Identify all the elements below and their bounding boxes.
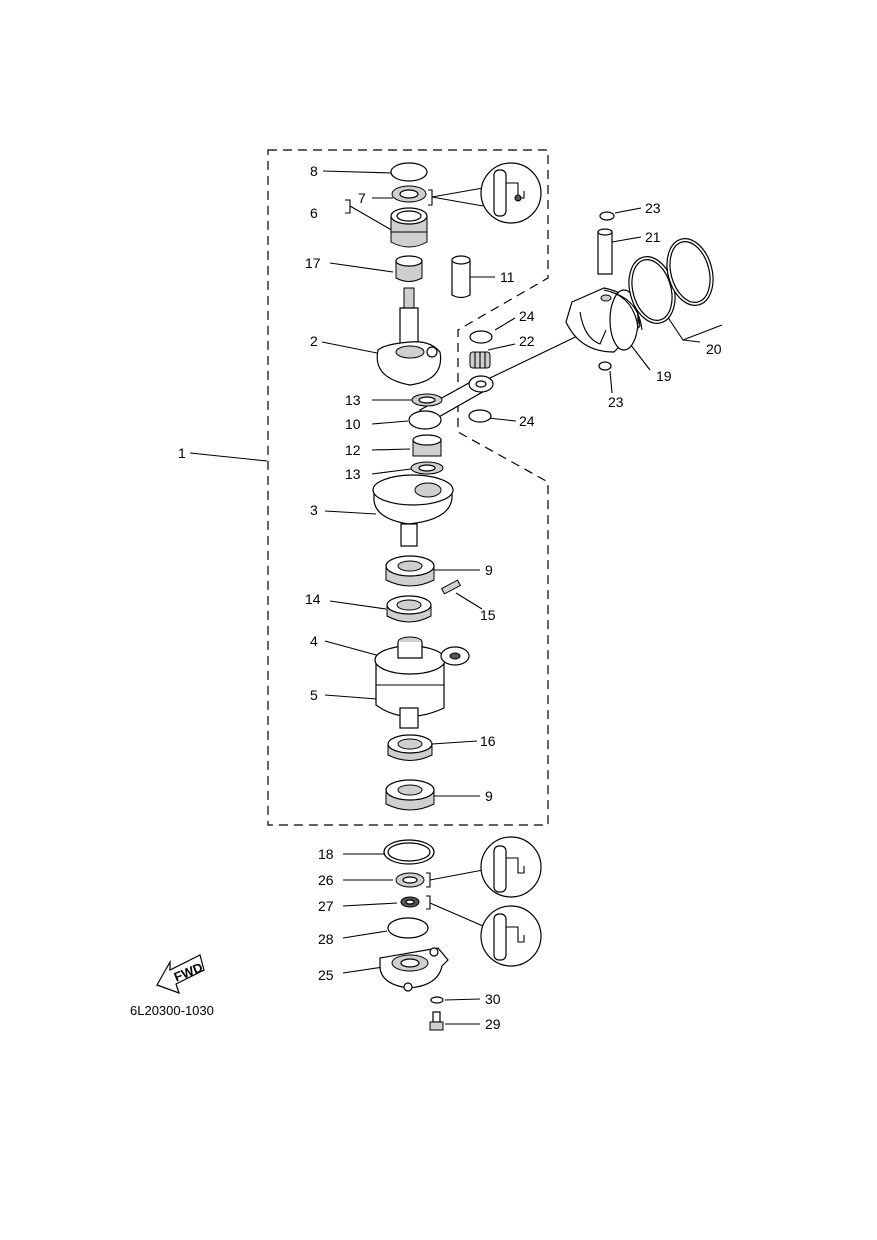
part-27-oil-seal xyxy=(400,896,420,908)
part-8-o-ring xyxy=(390,162,428,182)
callout-25: 25 xyxy=(318,967,334,983)
part-22-needle-bearing xyxy=(469,351,491,369)
callout-9-upper: 9 xyxy=(485,562,493,578)
part-13-thrust-bearing-upper xyxy=(411,393,443,407)
callout-12: 12 xyxy=(345,442,361,458)
part-24-washer-upper xyxy=(469,330,493,344)
part-9-ball-bearing-upper xyxy=(385,555,435,587)
callout-30: 30 xyxy=(485,991,501,1007)
part-29-bolt xyxy=(429,1011,444,1031)
callout-10: 10 xyxy=(345,416,361,432)
callout-9-lower: 9 xyxy=(485,788,493,804)
part-24-washer-lower xyxy=(468,409,492,423)
part-15-pin xyxy=(440,579,462,595)
grease-icon-lower-2 xyxy=(426,895,542,967)
part-10-connecting-rod xyxy=(408,329,591,430)
callout-2: 2 xyxy=(310,333,318,349)
callout-22: 22 xyxy=(519,333,535,349)
callout-29: 29 xyxy=(485,1016,501,1032)
part-25-lower-housing xyxy=(379,947,449,992)
part-14-seal-ring xyxy=(386,595,432,623)
part-4-5-lower-crank xyxy=(374,636,470,729)
part-11-pin xyxy=(451,255,471,299)
diagram-code: 6L20300-1030 xyxy=(130,1003,214,1018)
part-30-washer xyxy=(430,996,444,1004)
callout-8: 8 xyxy=(310,163,318,179)
callout-24-upper: 24 xyxy=(519,308,535,324)
callout-27: 27 xyxy=(318,898,334,914)
callout-7: 7 xyxy=(358,190,366,206)
part-17-bushing xyxy=(395,255,423,282)
callout-6: 6 xyxy=(310,205,318,221)
callout-11: 11 xyxy=(500,269,515,285)
callout-21: 21 xyxy=(645,229,661,245)
callout-23-upper: 23 xyxy=(645,200,661,216)
callout-24-lower: 24 xyxy=(519,413,535,429)
callout-26: 26 xyxy=(318,872,334,888)
callout-1: 1 xyxy=(178,445,186,461)
part-28-o-ring xyxy=(387,917,429,939)
part-23-clip-upper xyxy=(599,211,615,221)
part-18-gasket xyxy=(383,839,435,865)
part-2-upper-crank xyxy=(376,287,442,386)
crankshaft-assembly-boundary xyxy=(267,149,549,826)
part-13-thrust-bearing-lower xyxy=(410,461,444,475)
part-20-piston-rings xyxy=(628,238,714,324)
callout-18: 18 xyxy=(318,846,334,862)
part-3-middle-crank xyxy=(372,474,454,547)
fwd-arrow-icon: FWD xyxy=(156,954,205,994)
callout-28: 28 xyxy=(318,931,334,947)
grease-icon-upper xyxy=(428,162,542,224)
callout-17: 17 xyxy=(305,255,321,271)
part-12-bearing xyxy=(412,434,442,457)
part-16-oil-seal xyxy=(387,734,433,761)
callout-14: 14 xyxy=(305,591,321,607)
callout-15: 15 xyxy=(480,607,496,623)
part-19-piston xyxy=(565,287,643,353)
part-9-ball-bearing-lower xyxy=(385,779,435,811)
leader-lines xyxy=(189,170,723,1025)
callout-23-lower: 23 xyxy=(608,394,624,410)
part-21-piston-pin xyxy=(597,228,613,275)
callout-19: 19 xyxy=(656,368,672,384)
grease-icon-lower-1 xyxy=(426,836,542,898)
part-7-oil-seal xyxy=(391,185,427,203)
callout-13-upper: 13 xyxy=(345,392,361,408)
callout-16: 16 xyxy=(480,733,496,749)
part-23-clip-lower xyxy=(598,361,612,371)
callout-13-lower: 13 xyxy=(345,466,361,482)
callout-labels: 1 2 3 4 5 6 7 8 9 9 10 11 12 13 13 14 15… xyxy=(178,163,722,1032)
callout-20: 20 xyxy=(706,341,722,357)
part-6-housing xyxy=(390,207,428,248)
callout-5: 5 xyxy=(310,687,318,703)
part-26-oil-seal xyxy=(395,872,425,888)
callout-4: 4 xyxy=(310,633,318,649)
callout-3: 3 xyxy=(310,502,318,518)
fwd-label: FWD xyxy=(172,960,205,985)
